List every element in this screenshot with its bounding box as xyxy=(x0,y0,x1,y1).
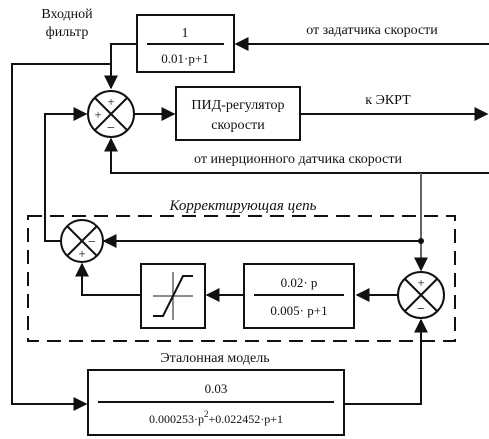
ref-sum-sign-top: + xyxy=(417,275,424,290)
input-filter-label-line2: фильтр xyxy=(46,25,89,40)
filter-to-main-sum-arrow xyxy=(104,43,137,90)
ref-sum-cross-2 xyxy=(404,278,438,312)
correcting-circuit-label: Корректирующая цепь xyxy=(168,198,316,214)
main-sum-cross-2 xyxy=(94,97,128,131)
pid-label-line1: ПИД-регулятор xyxy=(191,98,284,113)
from-inertial-sensor-label: от инерционного датчика скорости xyxy=(194,152,402,167)
reference-model-to-ref-sum-arrow xyxy=(344,318,428,405)
main-sum-sign-left: + xyxy=(94,107,101,122)
correction-to-main-sum-arrow xyxy=(44,107,88,242)
correcting-circuit-frame xyxy=(27,215,456,342)
ref-sum-sign-bottom: − xyxy=(417,302,425,317)
reference-model-label: Эталонная модель xyxy=(160,351,269,366)
to-drive-label: к ЭКРТ xyxy=(365,93,411,108)
from-speed-setter-label: от задатчика скорости xyxy=(306,23,438,38)
corr-sum-cross-2 xyxy=(66,225,98,257)
corr-sum-sign-right: − xyxy=(88,235,96,250)
filter-to-reference-model-arrow xyxy=(11,63,111,411)
saturation-characteristic xyxy=(153,275,193,317)
limiter-to-corr-sum-arrow xyxy=(75,262,141,296)
input-filter-denominator: 0.01·p+1 xyxy=(161,51,208,66)
correction-tf-numerator: 0.02· p xyxy=(281,275,318,290)
input-filter-numerator: 1 xyxy=(182,26,189,41)
inertial-sensor-feedback-arrow xyxy=(104,137,489,174)
corr-sum-sign-bottom: + xyxy=(78,246,85,261)
input-filter-label-line1: Входной xyxy=(41,7,93,22)
pid-label-line2: скорости xyxy=(211,118,265,133)
main-sum-sign-top: + xyxy=(107,94,114,109)
main-sum-sign-bottom: − xyxy=(107,121,115,136)
correction-tf-denominator: 0.005· p+1 xyxy=(270,303,327,318)
reference-model-numerator: 0.03 xyxy=(205,381,228,396)
reference-model-denominator: 0.000253·p2+0.022452·p+1 xyxy=(149,409,283,426)
